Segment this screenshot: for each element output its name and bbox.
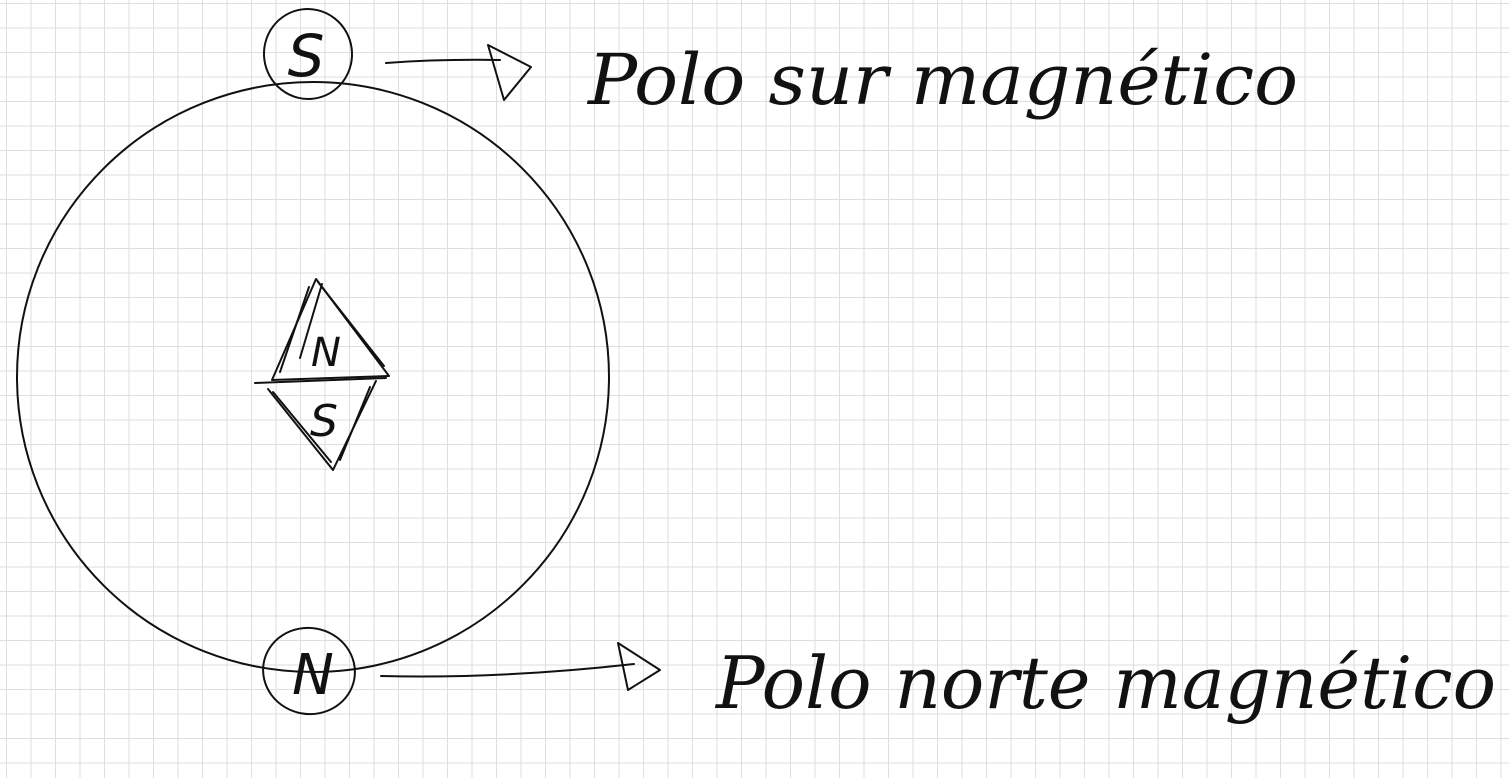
top-arrow <box>386 45 531 100</box>
bottom-pole-letter: N <box>292 643 334 708</box>
needle-south-letter: S <box>310 396 338 447</box>
top-pole-marker: S <box>258 3 358 104</box>
bottom-arrowhead <box>618 643 660 690</box>
top-arrow-shaft <box>386 60 500 63</box>
top-pole-label: Polo sur magnético <box>586 39 1298 121</box>
needle-north-letter: N <box>311 330 341 376</box>
compass-needle: N S <box>255 279 389 470</box>
top-pole-letter: S <box>288 22 325 90</box>
earth-circle <box>17 82 609 672</box>
bottom-pole-label: Polo norte magnético <box>714 641 1496 725</box>
bottom-arrow-shaft <box>381 664 634 677</box>
top-arrowhead <box>488 45 531 100</box>
